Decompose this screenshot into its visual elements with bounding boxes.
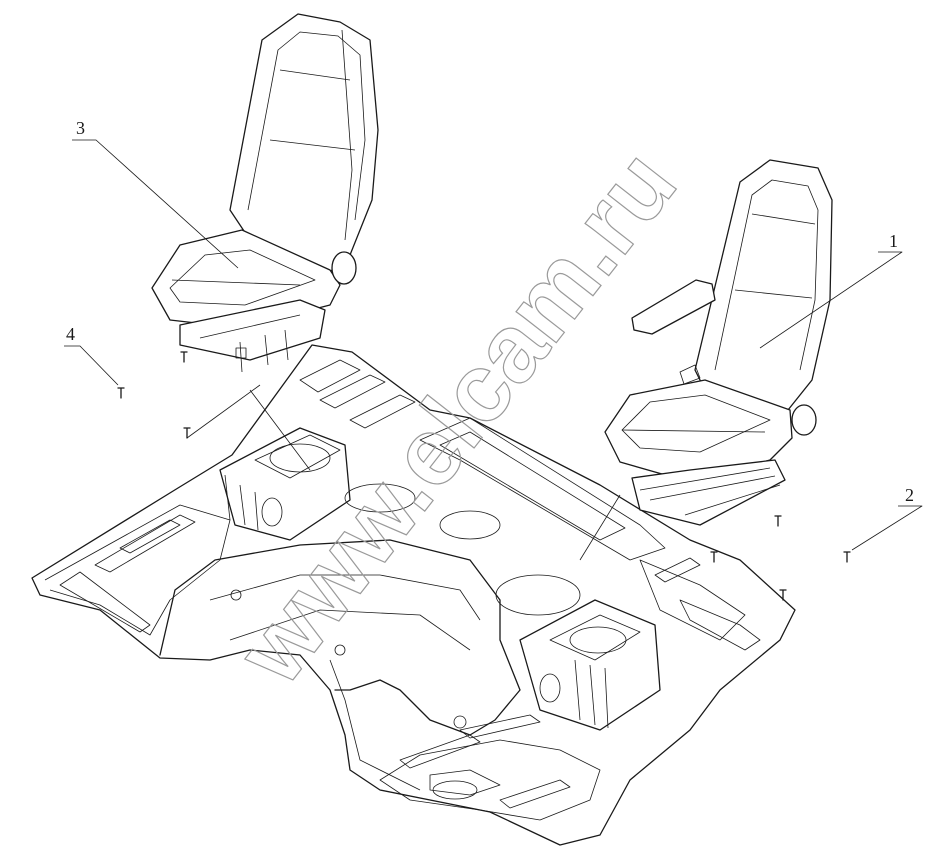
- bolt-left-b: [183, 427, 191, 439]
- callout-2-label: 2: [905, 485, 914, 505]
- callout-1-label: 1: [889, 231, 898, 251]
- bolt-2: [843, 551, 851, 563]
- callout-2: 2: [851, 485, 923, 551]
- bolt-left-a: [180, 351, 188, 363]
- seat-left: [151, 13, 379, 373]
- callout-4-label: 4: [66, 324, 75, 344]
- bolt-right-c: [779, 589, 787, 601]
- bolt-4: [117, 387, 125, 399]
- bolt-right-b: [710, 551, 718, 563]
- callout-3: 3: [72, 118, 239, 269]
- bolt-right-a: [774, 515, 782, 527]
- callout-3-label: 3: [76, 118, 85, 138]
- callout-1: 1: [759, 231, 903, 349]
- seat-right: [604, 159, 833, 526]
- assembly-lines: [186, 384, 621, 561]
- cab-floor-panel: [31, 344, 796, 846]
- callout-4: 4: [64, 324, 119, 386]
